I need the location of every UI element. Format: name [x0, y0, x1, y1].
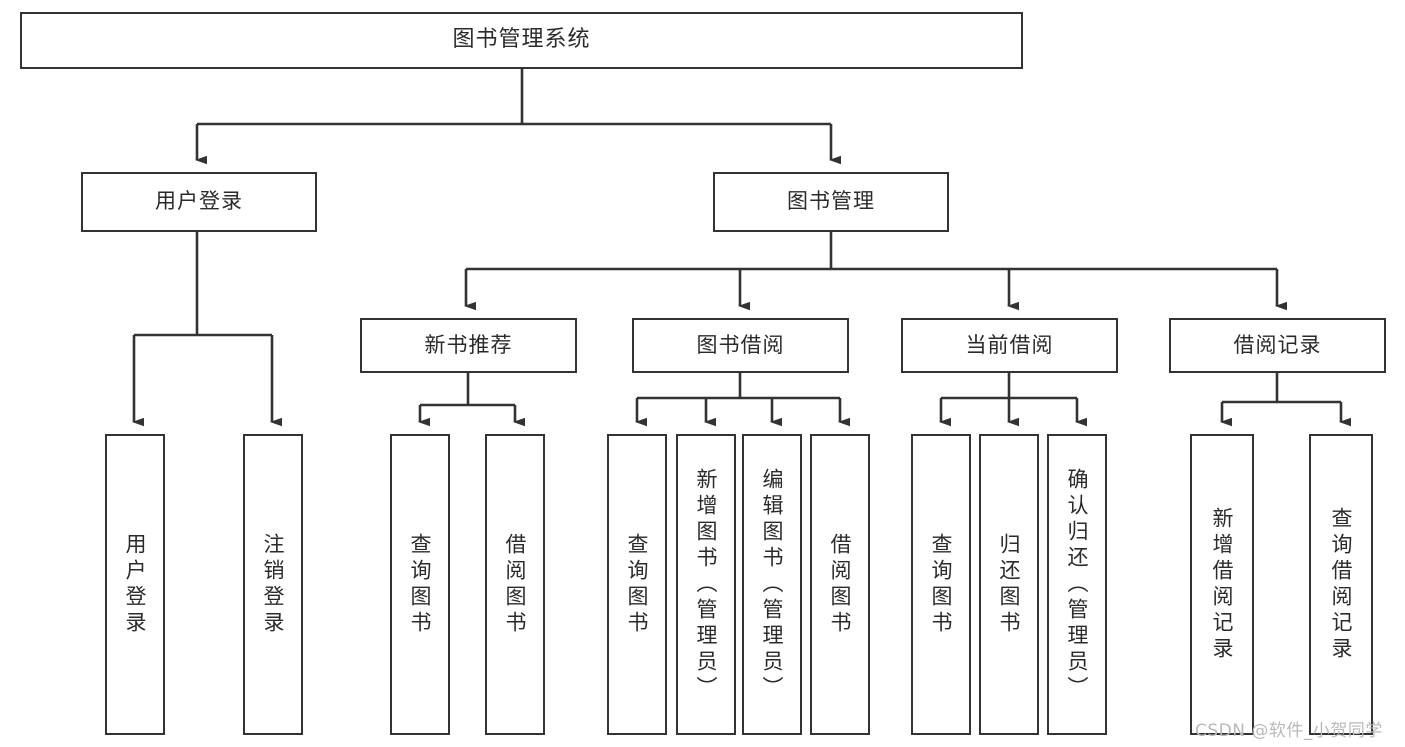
node-leaf-logout-login[interactable]: 注销登录 [243, 434, 303, 735]
node-book-management[interactable]: 图书管理 [713, 172, 949, 232]
node-leaf-query-record-label: 查询借阅记录 [1329, 506, 1354, 663]
node-leaf-query-book-2-label: 查询图书 [625, 532, 650, 637]
node-leaf-borrow-book-2[interactable]: 借阅图书 [810, 434, 870, 735]
node-leaf-borrow-book-1-label: 借阅图书 [503, 532, 528, 637]
node-leaf-add-record[interactable]: 新增借阅记录 [1190, 434, 1254, 735]
node-leaf-borrow-book-2-label: 借阅图书 [828, 532, 853, 637]
node-leaf-confirm-return-label: 确认归还（管理员） [1065, 467, 1090, 702]
node-leaf-confirm-return[interactable]: 确认归还（管理员） [1047, 434, 1107, 735]
node-user-login[interactable]: 用户登录 [81, 172, 317, 232]
node-leaf-borrow-book-1[interactable]: 借阅图书 [485, 434, 545, 735]
node-new-book-recommend[interactable]: 新书推荐 [360, 318, 577, 373]
node-leaf-edit-book[interactable]: 编辑图书（管理员） [742, 434, 802, 735]
node-leaf-query-book-3-label: 查询图书 [929, 532, 954, 637]
node-leaf-return-book-label: 归还图书 [997, 532, 1022, 637]
node-leaf-add-record-label: 新增借阅记录 [1210, 506, 1235, 663]
node-current-borrow[interactable]: 当前借阅 [901, 318, 1118, 373]
node-leaf-logout-login-label: 注销登录 [261, 532, 286, 637]
node-leaf-query-book-3[interactable]: 查询图书 [911, 434, 971, 735]
node-leaf-add-book[interactable]: 新增图书（管理员） [676, 434, 736, 735]
node-leaf-return-book[interactable]: 归还图书 [979, 434, 1039, 735]
node-leaf-edit-book-label: 编辑图书（管理员） [760, 467, 785, 702]
node-leaf-user-login-label: 用户登录 [123, 532, 148, 637]
node-book-borrow[interactable]: 图书借阅 [632, 318, 849, 373]
node-leaf-query-book-2[interactable]: 查询图书 [607, 434, 667, 735]
node-leaf-query-record[interactable]: 查询借阅记录 [1309, 434, 1373, 735]
node-leaf-add-book-label: 新增图书（管理员） [694, 467, 719, 702]
node-root[interactable]: 图书管理系统 [20, 12, 1023, 69]
csdn-watermark: CSDN @软件_小贺同学 [1195, 721, 1383, 741]
node-leaf-user-login[interactable]: 用户登录 [105, 434, 165, 735]
node-leaf-query-book-1-label: 查询图书 [408, 532, 433, 637]
node-leaf-query-book-1[interactable]: 查询图书 [390, 434, 450, 735]
node-borrow-record[interactable]: 借阅记录 [1169, 318, 1386, 373]
